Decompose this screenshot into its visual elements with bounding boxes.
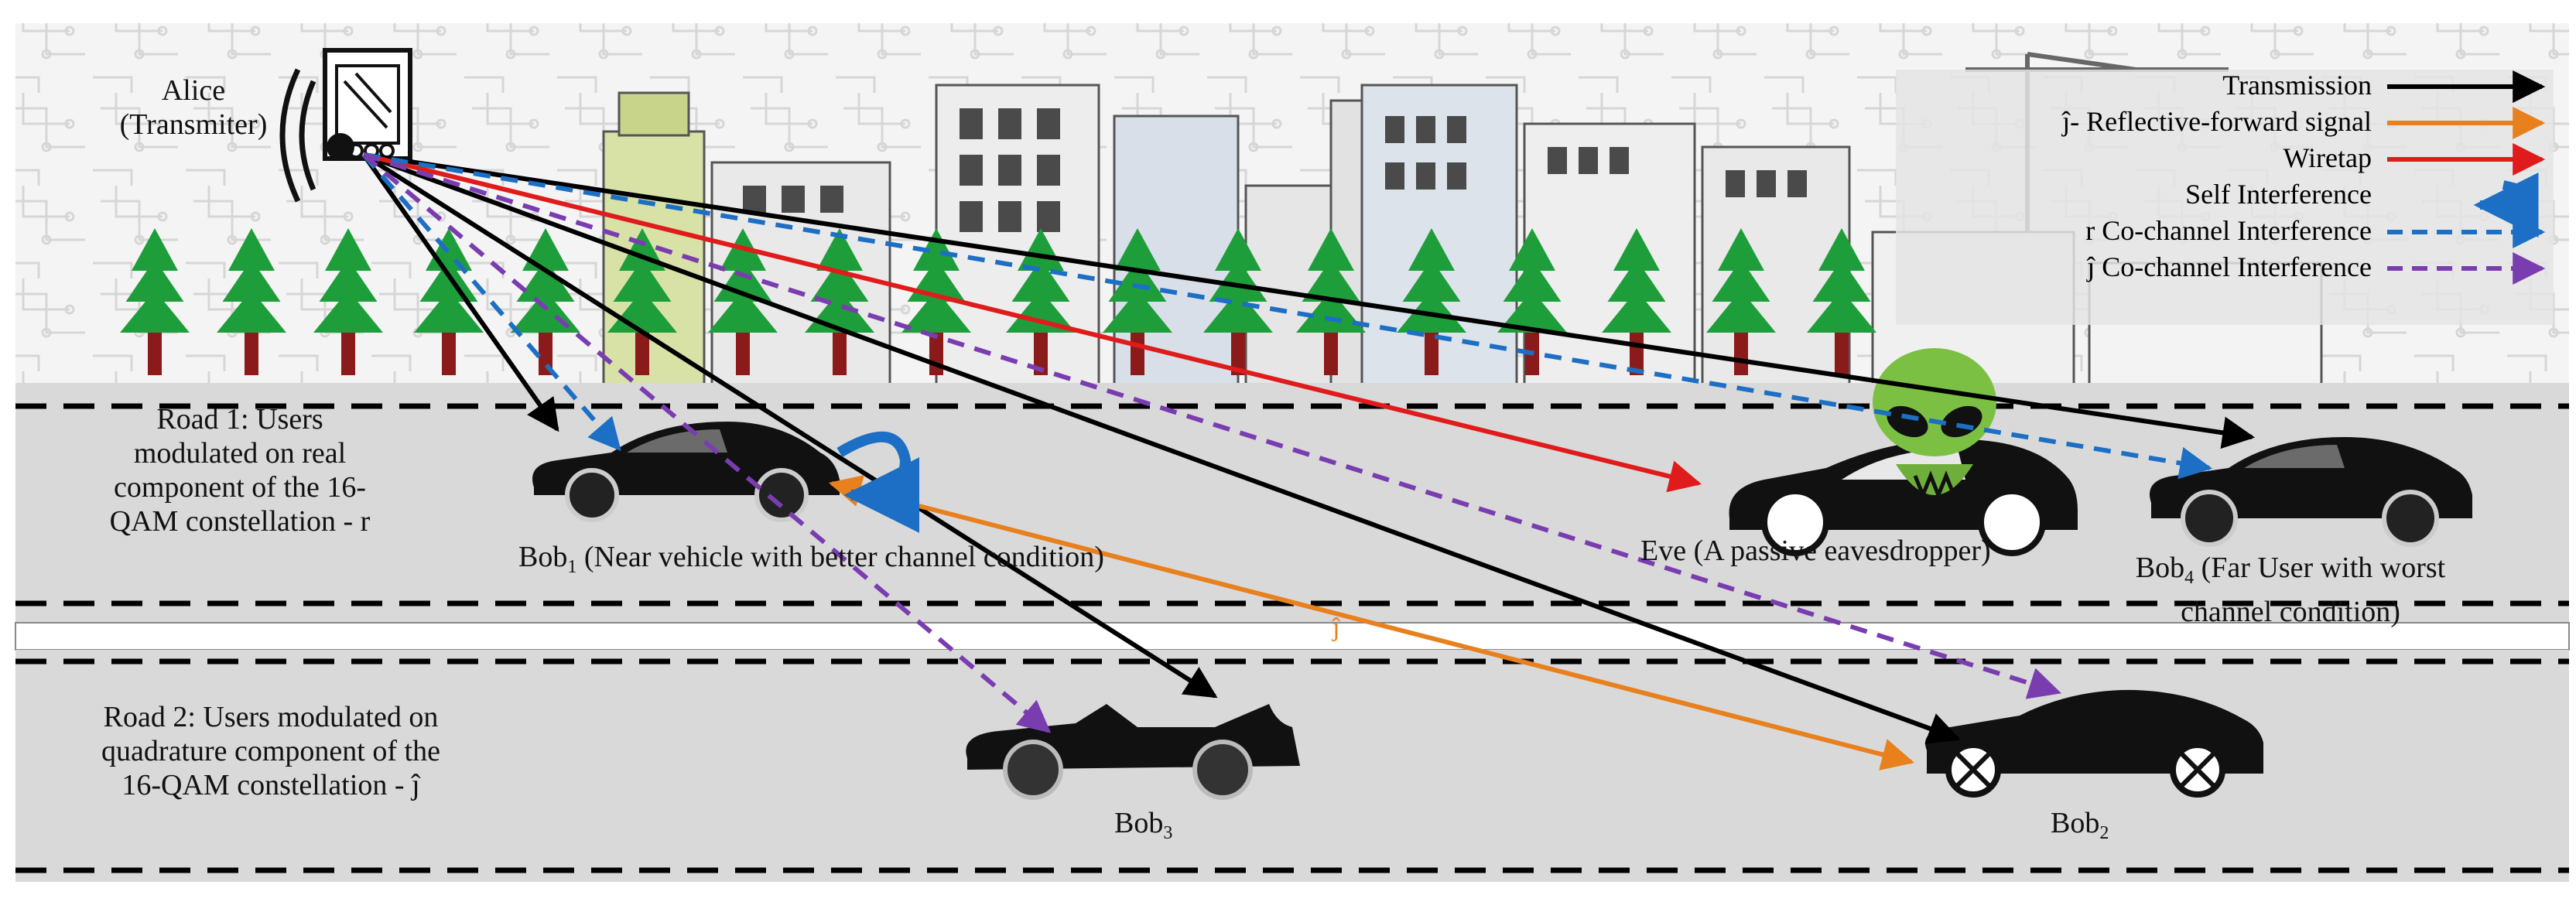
road-1-line: QAM constellation - r — [109, 505, 371, 538]
legend-item-label: ĵ- Reflective-forward signal — [2062, 106, 2372, 137]
car-bob2 — [1925, 689, 2263, 798]
wiretap-eve — [363, 152, 1702, 493]
bob1-label: Bob1 (Near vehicle with better channel c… — [518, 540, 1104, 584]
transmission-bob1 — [361, 153, 559, 432]
tree-icon — [1006, 228, 1076, 375]
tree-icon — [1296, 228, 1366, 375]
legend-box — [1896, 70, 2554, 325]
tree-icon — [217, 228, 286, 375]
bob4-description: (Far User with worst — [2194, 552, 2446, 584]
self-interference-icon — [836, 431, 920, 533]
r-interference-bob1 — [361, 153, 621, 452]
legend-self-interference-icon — [2473, 173, 2539, 237]
tree-icon — [1203, 228, 1273, 375]
reflective-forward-bob2 — [828, 475, 1915, 770]
alice-name: Alice — [161, 74, 226, 107]
road-1-line: component of the 16- — [113, 471, 367, 504]
j-interference-bob3 — [362, 152, 1052, 733]
alice-label: Alice (Transmiter) — [108, 73, 279, 142]
bob2-subscript: 2 — [2099, 823, 2109, 843]
bob4-subscript: 4 — [2184, 568, 2195, 588]
r-interference-bob4 — [363, 152, 2213, 480]
road-2-line: quadrature component of the — [101, 735, 440, 767]
bob2-label: Bob2 — [2051, 806, 2109, 850]
car-bob4 — [2150, 437, 2472, 547]
bob1-subscript: 1 — [567, 557, 577, 577]
j-mark: ĵ — [1332, 613, 1340, 642]
car-bob1 — [532, 422, 840, 522]
bob4-description-2: channel condition) — [2181, 596, 2400, 628]
alice-role: (Transmiter) — [119, 108, 268, 141]
bob3-name: Bob — [1114, 807, 1164, 839]
tree-icon — [1602, 228, 1671, 375]
eve-label: Eve (A passive eavesdropper) — [1640, 535, 1991, 567]
transmission-bob4 — [363, 152, 2256, 449]
legend-item-label: r Co-channel Interference — [2085, 215, 2372, 246]
legend-arrows — [2387, 70, 2546, 285]
bob3-label: Bob3 — [1114, 806, 1172, 850]
road-1-label: Road 1: Users modulated on real componen… — [23, 402, 457, 538]
legend-item-label: Transmission — [2222, 70, 2372, 101]
bob1-name: Bob — [518, 541, 568, 573]
transmitter-icon — [279, 48, 412, 203]
building-windows — [743, 108, 1807, 232]
road-1-line: modulated on real — [133, 437, 347, 470]
legend-item-label: ĵ Co-channel Interference — [2087, 251, 2372, 282]
legend-item-label: Self Interference — [2185, 179, 2372, 210]
tree-icon — [120, 228, 190, 375]
bob4-label: Bob4 (Far User with worst channel condit… — [2089, 551, 2492, 629]
tree-icon — [313, 228, 383, 375]
road-2-line: Road 2: Users modulated on — [103, 701, 439, 733]
legend-item-label: Wiretap — [2283, 142, 2372, 173]
signal-arrows — [361, 152, 2256, 770]
bob3-subscript: 3 — [1163, 823, 1173, 843]
road-1-line: Road 1: Users — [156, 403, 323, 436]
tree-icon — [1497, 228, 1567, 375]
bob2-name: Bob — [2051, 807, 2100, 839]
road-2-line: 16-QAM constellation - ĵ — [121, 769, 420, 801]
bob4-name: Bob — [2135, 552, 2185, 584]
tree-icon — [1103, 228, 1172, 375]
alien-eve-icon — [1873, 348, 1996, 501]
road-2-label: Road 2: Users modulated on quadrature co… — [31, 700, 511, 802]
tree-icon — [1807, 228, 1876, 375]
bob1-description: (Near vehicle with better channel condit… — [576, 541, 1104, 573]
